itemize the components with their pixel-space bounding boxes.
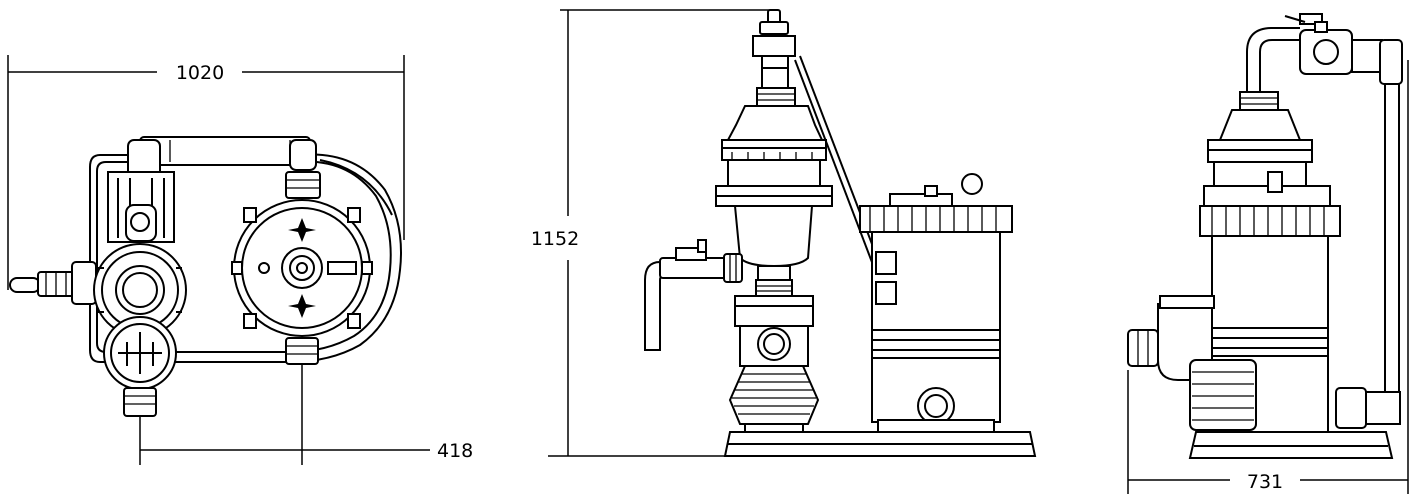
dimension-418-label: 418 <box>437 440 473 462</box>
side-pump <box>734 295 814 327</box>
dimension-1152-label: 1152 <box>531 228 579 250</box>
dimension-width-top: 1020 <box>7 55 405 290</box>
end-view: 731 <box>1127 13 1409 494</box>
dimension-1020-label: 1020 <box>176 62 224 84</box>
side-dome <box>726 105 824 141</box>
dimension-width-end: 731 <box>1127 60 1409 494</box>
side-bowl <box>733 205 814 268</box>
side-view: 1152 <box>531 9 1037 457</box>
top-view: 1020 <box>7 55 473 465</box>
dimension-depth-top: 418 <box>140 440 473 462</box>
dimension-height-side: 1152 <box>531 9 770 457</box>
top-base-outline <box>89 153 402 363</box>
side-tank-lid <box>859 205 1013 233</box>
end-tank-lid <box>1199 205 1341 237</box>
dimension-731-label: 731 <box>1247 471 1283 493</box>
end-dome <box>1218 109 1302 141</box>
